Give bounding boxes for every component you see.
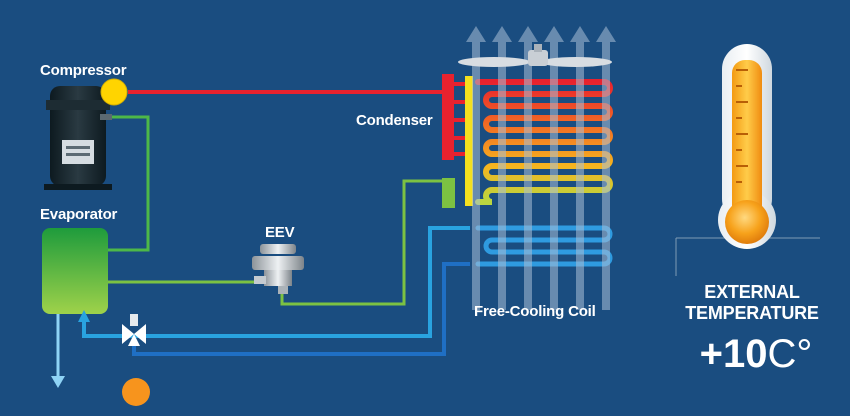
thermometer-icon — [675, 44, 820, 276]
evaporator-icon — [42, 228, 108, 314]
free-cooling-coil-label: Free-Cooling Coil — [474, 303, 596, 320]
glycol-return-line — [132, 262, 470, 356]
compressor-icon — [44, 86, 112, 190]
compressor-label: Compressor — [40, 62, 127, 79]
external-temperature-value: +10C° — [676, 334, 836, 374]
pump-indicator — [122, 378, 150, 406]
temperature-line: TEMPERATURE — [685, 303, 819, 323]
condenser-header — [442, 74, 473, 206]
condenser-label: Condenser — [356, 112, 433, 129]
liquid-line — [108, 178, 455, 306]
expansion-valve-icon — [252, 244, 304, 294]
glycol-arrow-icon — [78, 310, 90, 322]
temperature-unit: C° — [767, 332, 813, 376]
fan-icon — [458, 44, 612, 67]
suction-line — [108, 115, 150, 252]
external-temperature-heading: EXTERNAL TEMPERATURE — [676, 282, 828, 324]
compressor-indicator — [100, 78, 128, 106]
airflow-arrows — [466, 26, 616, 310]
glycol-supply-line — [82, 226, 470, 338]
free-cooling-coil-tubes — [475, 225, 613, 267]
condenser-coil — [475, 79, 613, 205]
temperature-number: +10 — [699, 332, 768, 376]
eev-label: EEV — [265, 224, 295, 241]
evaporator-outlet — [51, 314, 65, 388]
three-way-valve-icon — [122, 314, 146, 346]
external-line: EXTERNAL — [704, 282, 800, 302]
evaporator-label: Evaporator — [40, 206, 118, 223]
